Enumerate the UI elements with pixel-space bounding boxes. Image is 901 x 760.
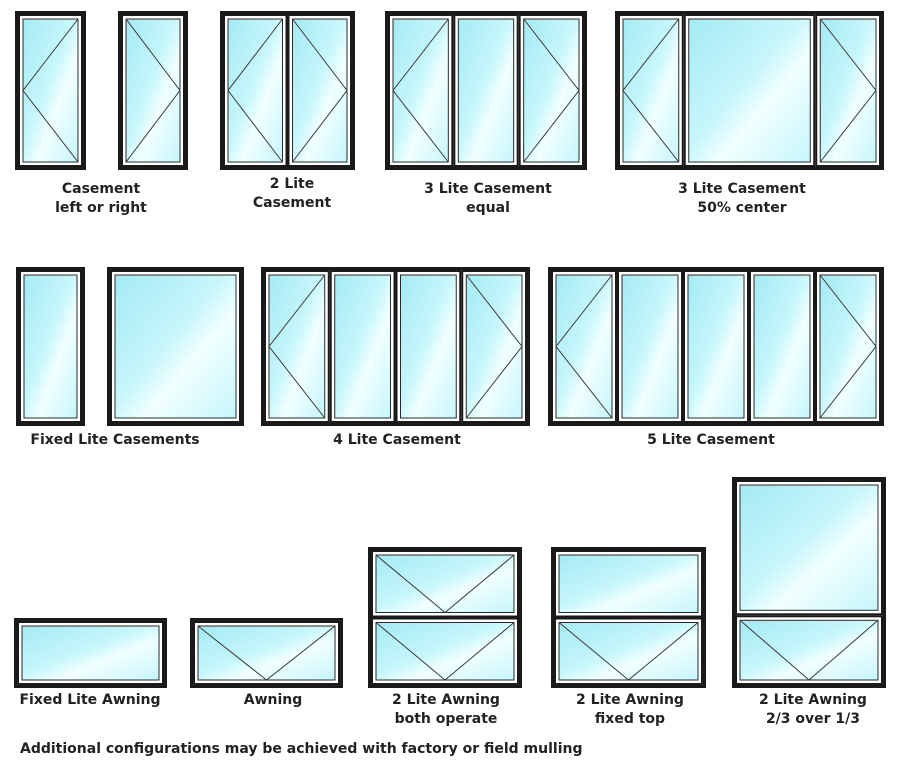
caption-two-lite-awning-both-operate: 2 Lite Awning both operate	[392, 691, 500, 729]
caption-fixed-lite-awning: Fixed Lite Awning	[19, 691, 160, 710]
glass-pane	[688, 18, 811, 163]
swing-indicator	[558, 622, 699, 681]
caption-casement-left-or-right: Casement left or right	[55, 180, 147, 218]
caption-line: equal	[466, 200, 510, 216]
unit-two-lite-awning-two-thirds	[732, 477, 886, 688]
glass-pane	[753, 274, 811, 419]
glass-pane	[687, 274, 745, 419]
caption-two-lite-awning-two-thirds-over-one-third: 2 Lite Awning 2/3 over 1/3	[759, 691, 867, 729]
caption-two-lite-awning-fixed-top: 2 Lite Awning fixed top	[576, 691, 684, 729]
unit-two-lite-awning-fixed-top	[551, 547, 706, 688]
swing-indicator	[739, 619, 879, 681]
glass-pane	[21, 625, 160, 681]
glass-pane	[375, 622, 515, 681]
glass-pane	[22, 18, 79, 163]
caption-three-lite-casement-equal: 3 Lite Casement equal	[424, 180, 552, 218]
glass-pane	[819, 18, 877, 163]
glass-pane	[739, 484, 879, 611]
caption-line: both operate	[394, 711, 498, 727]
swing-indicator	[292, 18, 348, 163]
unit-fixed-lite-casement-wide	[107, 267, 244, 426]
caption-five-lite-casement: 5 Lite Casement	[647, 431, 775, 450]
glass-pane	[465, 274, 523, 419]
glass-pane	[739, 619, 879, 681]
swing-indicator	[819, 18, 877, 163]
swing-indicator	[227, 18, 283, 163]
caption-line: fixed top	[594, 711, 666, 727]
caption-line: 2 Lite Awning	[759, 692, 867, 708]
glass-pane	[622, 18, 680, 163]
unit-casement-left	[15, 11, 86, 170]
glass-pane	[292, 18, 348, 163]
swing-indicator	[375, 622, 515, 681]
swing-indicator	[555, 274, 613, 419]
caption-line: left or right	[55, 200, 147, 216]
swing-indicator	[375, 554, 515, 614]
glass-pane	[523, 18, 580, 163]
unit-two-lite-casement	[220, 11, 355, 170]
caption-awning: Awning	[244, 691, 303, 710]
caption-line: 50% center	[697, 200, 787, 216]
caption-line: 2 Lite Awning	[392, 692, 500, 708]
unit-fixed-lite-casement-narrow	[16, 267, 85, 426]
glass-pane	[23, 274, 78, 419]
caption-line: 2 Lite Awning	[576, 692, 684, 708]
unit-three-lite-casement-equal	[385, 11, 587, 170]
unit-four-lite-casement	[261, 267, 530, 426]
caption-line: 3 Lite Casement	[678, 181, 806, 197]
glass-pane	[555, 274, 613, 419]
unit-fixed-lite-awning	[14, 618, 167, 688]
swing-indicator	[22, 18, 79, 163]
unit-casement-right	[118, 11, 188, 170]
swing-indicator	[197, 625, 336, 681]
unit-two-lite-awning-both-operate	[368, 547, 522, 688]
unit-awning	[190, 618, 343, 688]
swing-indicator	[392, 18, 449, 163]
swing-indicator	[125, 18, 181, 163]
caption-line: Awning	[243, 692, 303, 708]
glass-pane	[400, 274, 457, 419]
swing-indicator	[465, 274, 523, 419]
glass-pane	[227, 18, 283, 163]
caption-three-lite-casement-50-center: 3 Lite Casement 50% center	[678, 180, 806, 218]
swing-indicator	[523, 18, 580, 163]
glass-pane	[125, 18, 181, 163]
glass-pane	[392, 18, 449, 163]
glass-pane	[114, 274, 237, 419]
caption-line: 2/3 over 1/3	[765, 711, 861, 727]
caption-fixed-lite-casements: Fixed Lite Casements	[30, 431, 199, 450]
caption-line: Fixed Lite Casements	[30, 432, 200, 448]
glass-pane	[621, 274, 679, 419]
glass-pane	[197, 625, 336, 681]
glass-pane	[558, 622, 699, 681]
caption-line: Casement	[61, 181, 141, 197]
glass-pane	[558, 554, 699, 613]
unit-five-lite-casement	[548, 267, 884, 426]
unit-three-lite-casement-50-center	[615, 11, 884, 170]
glass-pane	[268, 274, 326, 419]
swing-indicator	[268, 274, 326, 419]
glass-pane	[334, 274, 391, 419]
glass-pane	[457, 18, 515, 163]
footnote-text: Additional configurations may be achieve…	[20, 741, 583, 757]
caption-line: 4 Lite Casement	[333, 432, 461, 448]
swing-indicator	[819, 274, 877, 419]
glass-pane	[819, 274, 877, 419]
caption-line: Casement	[252, 195, 332, 211]
caption-four-lite-casement: 4 Lite Casement	[333, 431, 461, 450]
swing-indicator	[622, 18, 680, 163]
glass-pane	[375, 554, 515, 613]
caption-line: 2 Lite	[269, 176, 315, 192]
caption-line: 5 Lite Casement	[647, 432, 775, 448]
caption-line: Fixed Lite Awning	[19, 692, 161, 708]
caption-line: 3 Lite Casement	[424, 181, 552, 197]
